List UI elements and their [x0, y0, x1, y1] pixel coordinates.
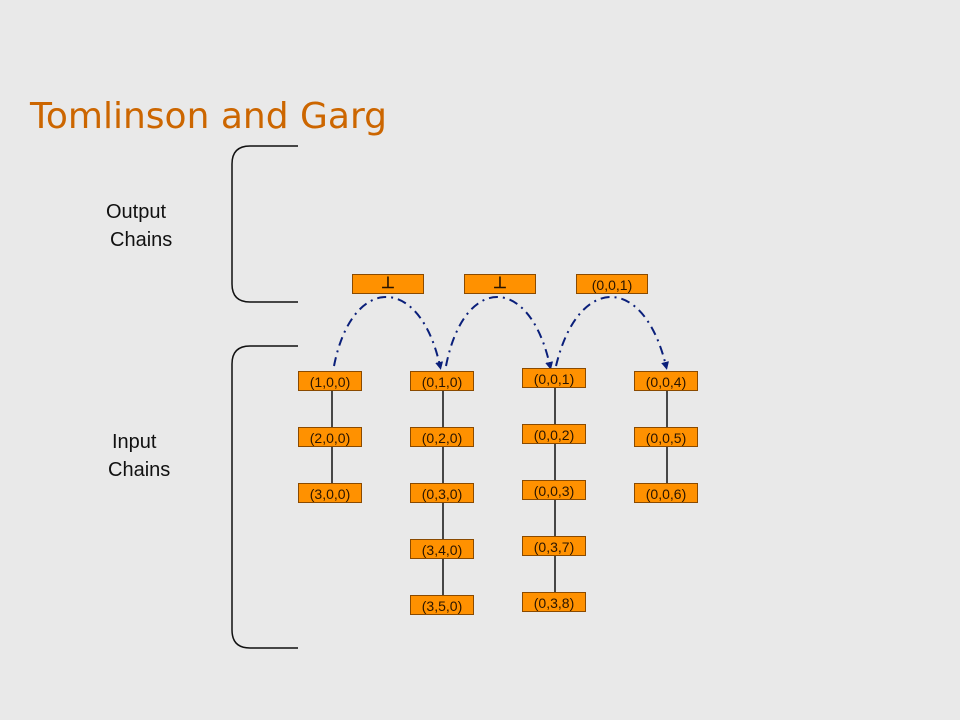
- input-node: (3,0,0): [298, 483, 362, 503]
- input-node: (0,3,8): [522, 592, 586, 612]
- arrow-output-1: [333, 296, 444, 370]
- input-chains-brace: [231, 345, 298, 649]
- input-node: (0,3,0): [410, 483, 474, 503]
- output-node: ⊥: [464, 274, 536, 294]
- arrow-output-3: [555, 296, 669, 370]
- output-chains-label: Output Chains: [106, 198, 172, 254]
- input-node: (0,3,7): [522, 536, 586, 556]
- page-title: Tomlinson and Garg: [30, 96, 387, 137]
- input-node: (3,5,0): [410, 595, 474, 615]
- output-label-line-1: Output: [106, 201, 167, 223]
- input-node: (0,0,4): [634, 371, 698, 391]
- output-node: ⊥: [352, 274, 424, 294]
- input-node: (1,0,0): [298, 371, 362, 391]
- input-node: (0,2,0): [410, 427, 474, 447]
- input-node: (0,1,0): [410, 371, 474, 391]
- input-node: (0,0,6): [634, 483, 698, 503]
- input-node: (0,0,2): [522, 424, 586, 444]
- output-chains-brace: [231, 145, 298, 303]
- input-chains-label: Input Chains: [108, 428, 170, 484]
- input-node: (0,0,3): [522, 480, 586, 500]
- input-label-line-1: Input: [112, 431, 157, 453]
- input-node: (0,0,5): [634, 427, 698, 447]
- arrow-output-2: [445, 296, 554, 370]
- output-label-line-2: Chains: [110, 229, 173, 251]
- input-node: (2,0,0): [298, 427, 362, 447]
- output-node: (0,0,1): [576, 274, 648, 294]
- input-node: (0,0,1): [522, 368, 586, 388]
- input-node: (3,4,0): [410, 539, 474, 559]
- input-label-line-2: Chains: [108, 459, 171, 481]
